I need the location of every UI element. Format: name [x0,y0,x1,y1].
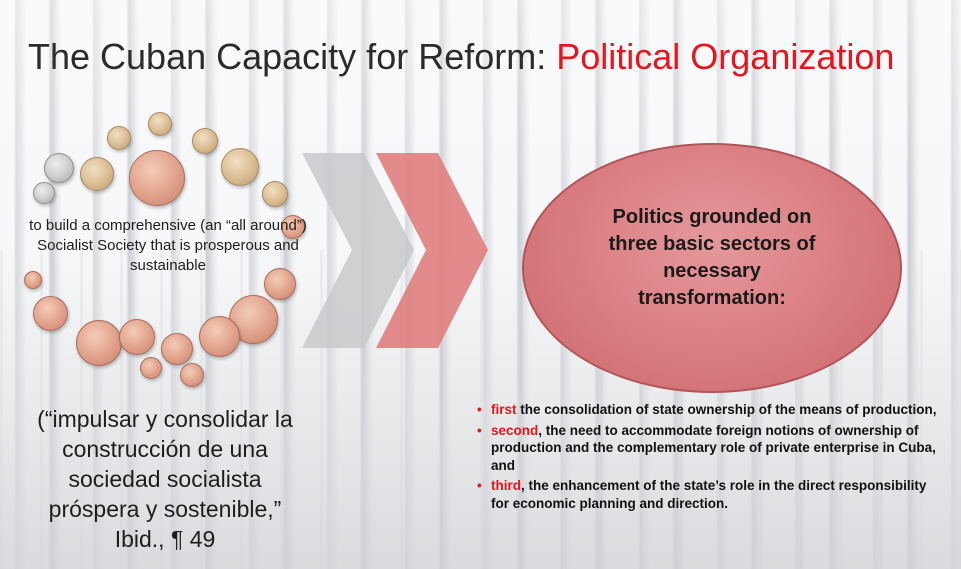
chevron-red [376,153,488,348]
bullet-key: first [491,402,517,417]
bubble [161,333,193,365]
bubble [140,357,162,379]
bubble [24,271,42,289]
bubble [264,268,296,300]
bullet-dot-icon: • [477,478,482,493]
bubble [180,363,204,387]
list-item: • second, the need to accommodate foreign… [477,422,942,475]
bullet-text: , the need to accommodate foreign notion… [491,422,936,473]
bullet-dot-icon: • [477,402,482,417]
bubble [129,150,185,206]
bubble [76,320,122,366]
chevron-right-icon [302,153,488,348]
bullet-text: the consolidation of state ownership of … [516,402,937,417]
bubble [33,182,55,204]
chevron-grey [302,153,414,348]
bullet-text: , the enhancement of the state’s role in… [491,478,927,511]
bubble [148,112,172,136]
bullet-key: second [491,422,539,438]
bubble [199,316,240,357]
bubble [44,153,74,183]
bubble [221,148,259,186]
circle-caption: to build a comprehensive (an “all around… [29,217,307,274]
bubble [80,157,114,191]
list-item: • third, the enhancement of the state’s r… [477,477,942,512]
bullet-key: third [491,478,521,493]
bullet-dot-icon: • [477,422,482,438]
sector-list: • first the consolidation of state owners… [477,401,942,515]
bubble [281,215,305,239]
spanish-quote: (“impulsar y consolidar la construcción … [37,406,293,552]
slide-title: The Cuban Capacity for Reform: Political… [28,36,894,78]
title-main: The Cuban Capacity for Reform: [28,36,557,77]
bubble [262,181,288,207]
bubble [119,319,155,355]
ellipse-text: Politics grounded on three basic sectors… [608,206,816,309]
sectors-ellipse: Politics grounded on three basic sectors… [522,143,902,393]
title-accent: Political Organization [556,36,895,77]
bubble [33,296,68,331]
bubble [107,126,131,150]
bubble [192,128,218,154]
list-item: • first the consolidation of state owners… [477,401,942,419]
